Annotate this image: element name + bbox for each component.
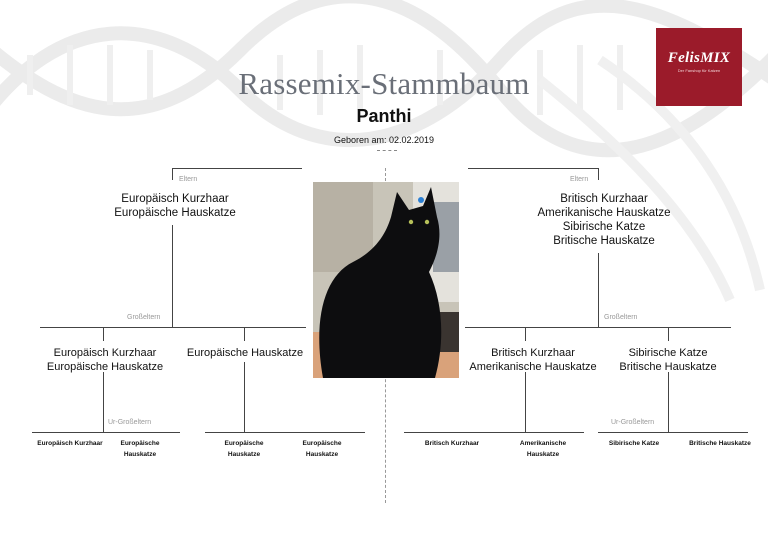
right-ggp-4: Britische Hauskatze (689, 440, 751, 447)
page-title: Rassemix-Stammbaum (238, 66, 530, 101)
left-grandparent-2: Europäische Hauskatze (186, 347, 304, 359)
left-label-great-grandparents: Ur-Großeltern (108, 419, 152, 426)
right-ggp2-line (598, 432, 748, 433)
right-parent-name: Britisch Kurzhaar Amerikanische Hauskatz… (537, 193, 671, 247)
left-label-parents: Eltern (179, 176, 198, 183)
right-parent-stem (598, 168, 599, 180)
left-gp1-down (103, 372, 104, 432)
left-ggp1-line (32, 432, 180, 433)
felismix-logo[interactable]: FelisMIX Der Fanshop für Katzen (656, 28, 742, 106)
left-ggp-2: Europäische Hauskatze (120, 440, 160, 458)
right-ggp-1: Britisch Kurzhaar (424, 440, 480, 447)
right-ggp-3: Sibirische Katze (608, 440, 660, 447)
right-parent-top-line (468, 168, 598, 169)
right-ggp1-line (404, 432, 584, 433)
left-ggp2-line (205, 432, 365, 433)
left-label-grandparents: Großeltern (127, 314, 161, 321)
left-ggp-1: Europäisch Kurzhaar (37, 440, 103, 447)
left-ggp-4: Europäische Hauskatze (302, 440, 342, 458)
left-parent-name: Europäisch Kurzhaar Europäische Hauskatz… (114, 193, 236, 219)
right-gp2-down (668, 372, 669, 432)
cat-photo (313, 182, 459, 378)
right-gp1-down (525, 372, 526, 432)
left-grandparent-1: Europäisch Kurzhaar Europäische Hauskatz… (46, 347, 164, 373)
left-parent-stem (172, 168, 173, 180)
cat-name: Panthi (356, 106, 412, 126)
logo-brand: FelisMIX (667, 50, 731, 66)
right-ggp-2: Amerikanische Hauskatze (519, 440, 567, 458)
logo-tagline: Der Fanshop für Katzen (677, 68, 721, 73)
right-gp1-stem (525, 327, 526, 341)
right-gp2-stem (668, 327, 669, 341)
right-grandparent-1: Britisch Kurzhaar Amerikanische Hauskatz… (469, 347, 597, 373)
left-gp1-stem (103, 327, 104, 341)
birth-date: Geboren am: 02.02.2019 (333, 135, 435, 145)
left-grandparents-line (40, 327, 306, 328)
right-label-great-grandparents: Ur-Großeltern (611, 419, 655, 426)
left-gp2-stem (244, 327, 245, 341)
left-ggp-3: Europäische Hauskatze (224, 440, 264, 458)
divider (377, 150, 397, 151)
right-label-parents: Eltern (570, 176, 589, 183)
left-parent-top-line (173, 168, 302, 169)
left-gp2-down (244, 362, 245, 432)
right-label-grandparents: Großeltern (604, 314, 638, 321)
left-parent-down-line (172, 225, 173, 327)
right-parent-down-line (598, 253, 599, 327)
right-grandparent-2: Sibirische Katze Britische Hauskatze (619, 347, 717, 373)
right-grandparents-line (465, 327, 731, 328)
